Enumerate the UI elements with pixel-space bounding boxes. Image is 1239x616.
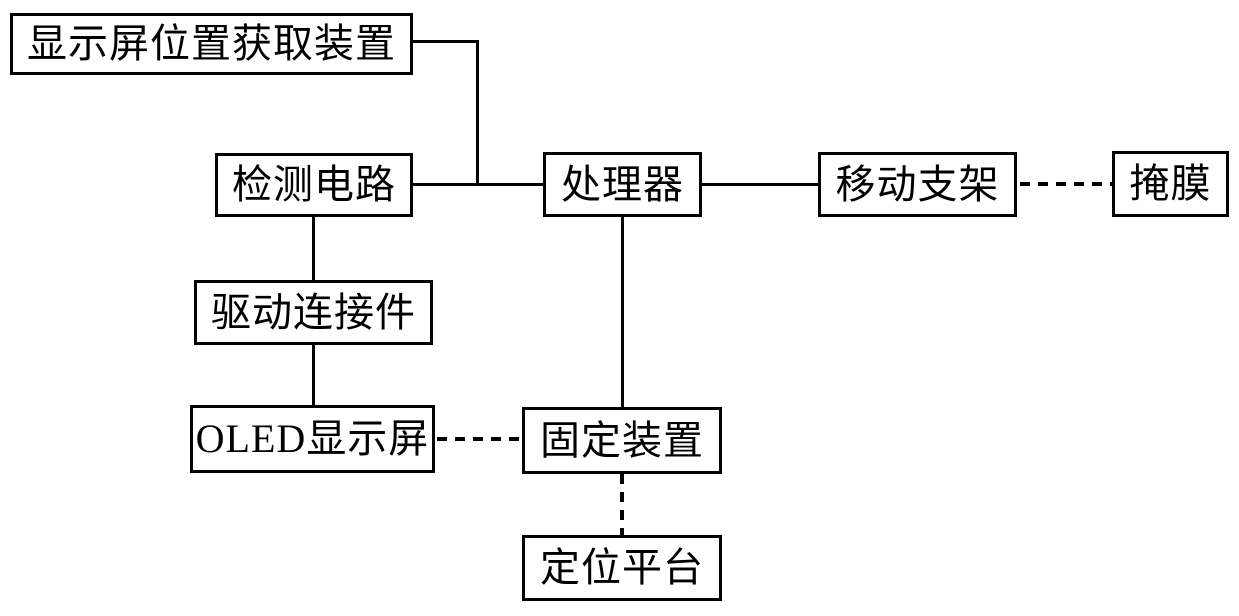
node-detection-circuit: 检测电路 [215,153,413,217]
edge-detection-circuit-to-processor [413,183,543,186]
edge-processor-to-mobile-bracket [702,183,818,186]
node-fixing-device: 固定装置 [522,407,722,474]
edge-oled-display-to-fixing-device-dashed [437,437,522,441]
edge-fixing-device-to-positioning-platform-dashed [620,474,624,535]
edge-mobile-bracket-to-mask-dashed [1020,182,1112,186]
node-drive-connector: 驱动连接件 [194,280,433,345]
node-positioning-platform: 定位平台 [522,535,722,601]
node-mobile-bracket: 移动支架 [818,152,1017,217]
node-mask: 掩膜 [1112,151,1229,217]
edge-processor-to-fixing-device [621,217,624,407]
edge-display-device-vertical-segment [476,40,479,186]
edge-drive-connector-to-oled-display [312,345,315,405]
node-oled-display: OLED显示屏 [190,405,435,473]
edge-display-device-horizontal-segment [413,40,479,43]
node-processor: 处理器 [543,152,702,217]
node-display-position-acquisition-device: 显示屏位置获取装置 [10,13,413,75]
edge-detection-circuit-to-drive-connector [312,217,315,280]
